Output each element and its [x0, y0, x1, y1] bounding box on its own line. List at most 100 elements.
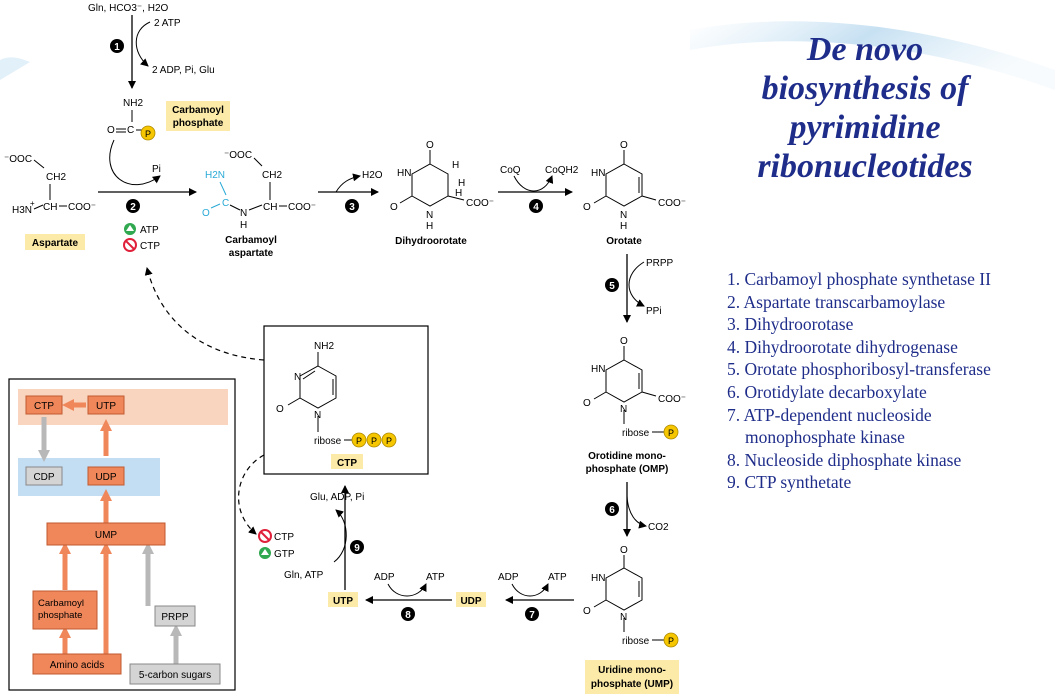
step-number-5: 5: [609, 281, 615, 292]
feedback-arrow-ctp-to-step9: [238, 454, 265, 535]
label-carbamoyl-aspartate-1: Carbamoyl: [225, 235, 277, 246]
label-omp-1: Orotidine mono-: [588, 451, 666, 462]
step-number-4: 4: [533, 202, 539, 213]
enzyme-item-continued: monophosphate kinase: [745, 427, 905, 448]
omp-o: O: [583, 398, 591, 409]
label-bg: [166, 101, 230, 131]
ctp-n2: N: [314, 410, 321, 421]
ring: [605, 359, 643, 403]
step1-atp: 2 ATP: [154, 18, 181, 29]
enzyme-item: 3. Dihydroorotase: [727, 314, 854, 335]
ctp-structure: [287, 352, 352, 441]
phosphate-circle: [366, 432, 382, 448]
overview-box-ump: [46, 522, 166, 546]
step-number-6: 6: [609, 505, 615, 516]
reg-ctp-9: CTP: [274, 532, 294, 543]
label-orotate: Orotate: [606, 236, 642, 247]
step-badge-2: [126, 199, 140, 213]
phosphate-letter: P: [145, 129, 151, 139]
omp-hn: HN: [591, 364, 605, 375]
title-line: ribonucleotides: [757, 148, 973, 185]
ca-coo: COO⁻: [288, 202, 316, 213]
ca-ch2: CH2: [262, 170, 282, 181]
bond: [229, 204, 241, 211]
step2-cp-arrow: [109, 139, 161, 186]
step-badge-5: [605, 278, 619, 292]
label-carbamoyl-phosphate-1: Carbamoyl: [172, 105, 224, 116]
enzyme-item: 9. CTP synthetate: [727, 472, 852, 493]
ca-ch: CH: [263, 202, 277, 213]
label-udp: UDP: [460, 596, 481, 607]
step4-side-arrow: [513, 175, 554, 192]
enzyme-item: 7. ATP-dependent nucleoside: [727, 404, 932, 425]
up-arrow-glyph: [261, 549, 269, 555]
dho-h-2: H: [458, 178, 465, 189]
enzyme-item: 5. Orotate phosphoribosyl-transferase: [727, 359, 991, 380]
overview-label-cdp: CDP: [33, 472, 54, 483]
title-line: pyrimidine: [789, 109, 941, 146]
overview-box-carbamoyl-phosphate: [32, 590, 98, 630]
phosphate-circle: [140, 125, 156, 141]
background-swoosh: [0, 57, 30, 80]
step5-side-arrow: [628, 261, 645, 307]
bond: [302, 370, 316, 380]
enzyme-item: 2. Aspartate transcarbamoylase: [727, 291, 946, 312]
reg-ctp: CTP: [140, 241, 160, 252]
overview-label-5-carbon-sugars: 5-carbon sugars: [139, 670, 211, 681]
step3-h2o: H2O: [362, 170, 383, 181]
phosphate-letter: P: [371, 436, 377, 446]
step-number-2: 2: [130, 202, 136, 213]
dho-h-1: H: [452, 160, 459, 171]
enzyme-item: 8. Nucleoside diphosphate kinase: [727, 449, 962, 470]
enzyme-item: 6. Orotidylate decarboxylate: [727, 381, 927, 402]
oro-o-top: O: [620, 140, 628, 151]
label-carbamoyl-phosphate-2: phosphate: [173, 118, 224, 129]
label-ctp: CTP: [337, 458, 357, 469]
asp-ooc: ⁻OOC: [4, 154, 32, 165]
dho-coo: COO⁻: [466, 198, 494, 209]
overview-label-ump: UMP: [95, 530, 118, 541]
omp-coo: COO⁻: [658, 394, 686, 405]
ca-h2n: H2N: [205, 170, 225, 181]
bond: [33, 159, 45, 169]
label-dihydroorotate: Dihydroorotate: [395, 236, 467, 247]
asp-ch: CH: [43, 202, 57, 213]
dho-h-3: H: [455, 188, 462, 199]
ump-hn: HN: [591, 573, 605, 584]
bond: [287, 397, 301, 406]
step9-gln-atp: Gln, ATP: [284, 570, 324, 581]
phosphate-circle: [663, 424, 679, 440]
step2-pi: Pi: [152, 164, 161, 175]
label-bg: [456, 592, 486, 607]
omp-structure: [593, 346, 664, 433]
ump-structure: [593, 555, 664, 641]
overview-box-ctp: [25, 395, 63, 415]
bond: [210, 203, 221, 209]
step-badge-9: [350, 540, 364, 554]
overview-box-cdp: [25, 466, 63, 486]
bond: [399, 195, 413, 204]
bond: [641, 195, 657, 201]
title-line: De novo: [806, 31, 924, 68]
overview-label-amino-acids: Amino acids: [50, 660, 104, 671]
ctp-ribose: ribose: [314, 436, 342, 447]
label-utp: UTP: [333, 596, 353, 607]
reg-gtp: GTP: [274, 549, 295, 560]
step1-side-arrow: [135, 21, 151, 67]
label-ump-2: phosphate (UMP): [591, 679, 673, 690]
step1-substrates: Gln, HCO3⁻, H2O: [88, 3, 169, 14]
oro-hn: HN: [591, 168, 605, 179]
cp-o: O: [107, 125, 115, 136]
ump-o: O: [583, 606, 591, 617]
ctp-structure-box: [263, 325, 429, 475]
enzyme-item: 1. Carbamoyl phosphate synthetase II: [727, 269, 991, 289]
feedback-arrow-ctp-to-step2: [144, 267, 265, 361]
label-bg: [585, 660, 679, 694]
ca-c: C: [222, 198, 229, 209]
asp-plus: +: [30, 199, 35, 208]
step-number-3: 3: [349, 202, 355, 213]
ca-ooc: ⁻OOC: [224, 150, 252, 161]
step5-prpp: PRPP: [646, 258, 674, 269]
up-arrow-glyph: [126, 225, 134, 231]
